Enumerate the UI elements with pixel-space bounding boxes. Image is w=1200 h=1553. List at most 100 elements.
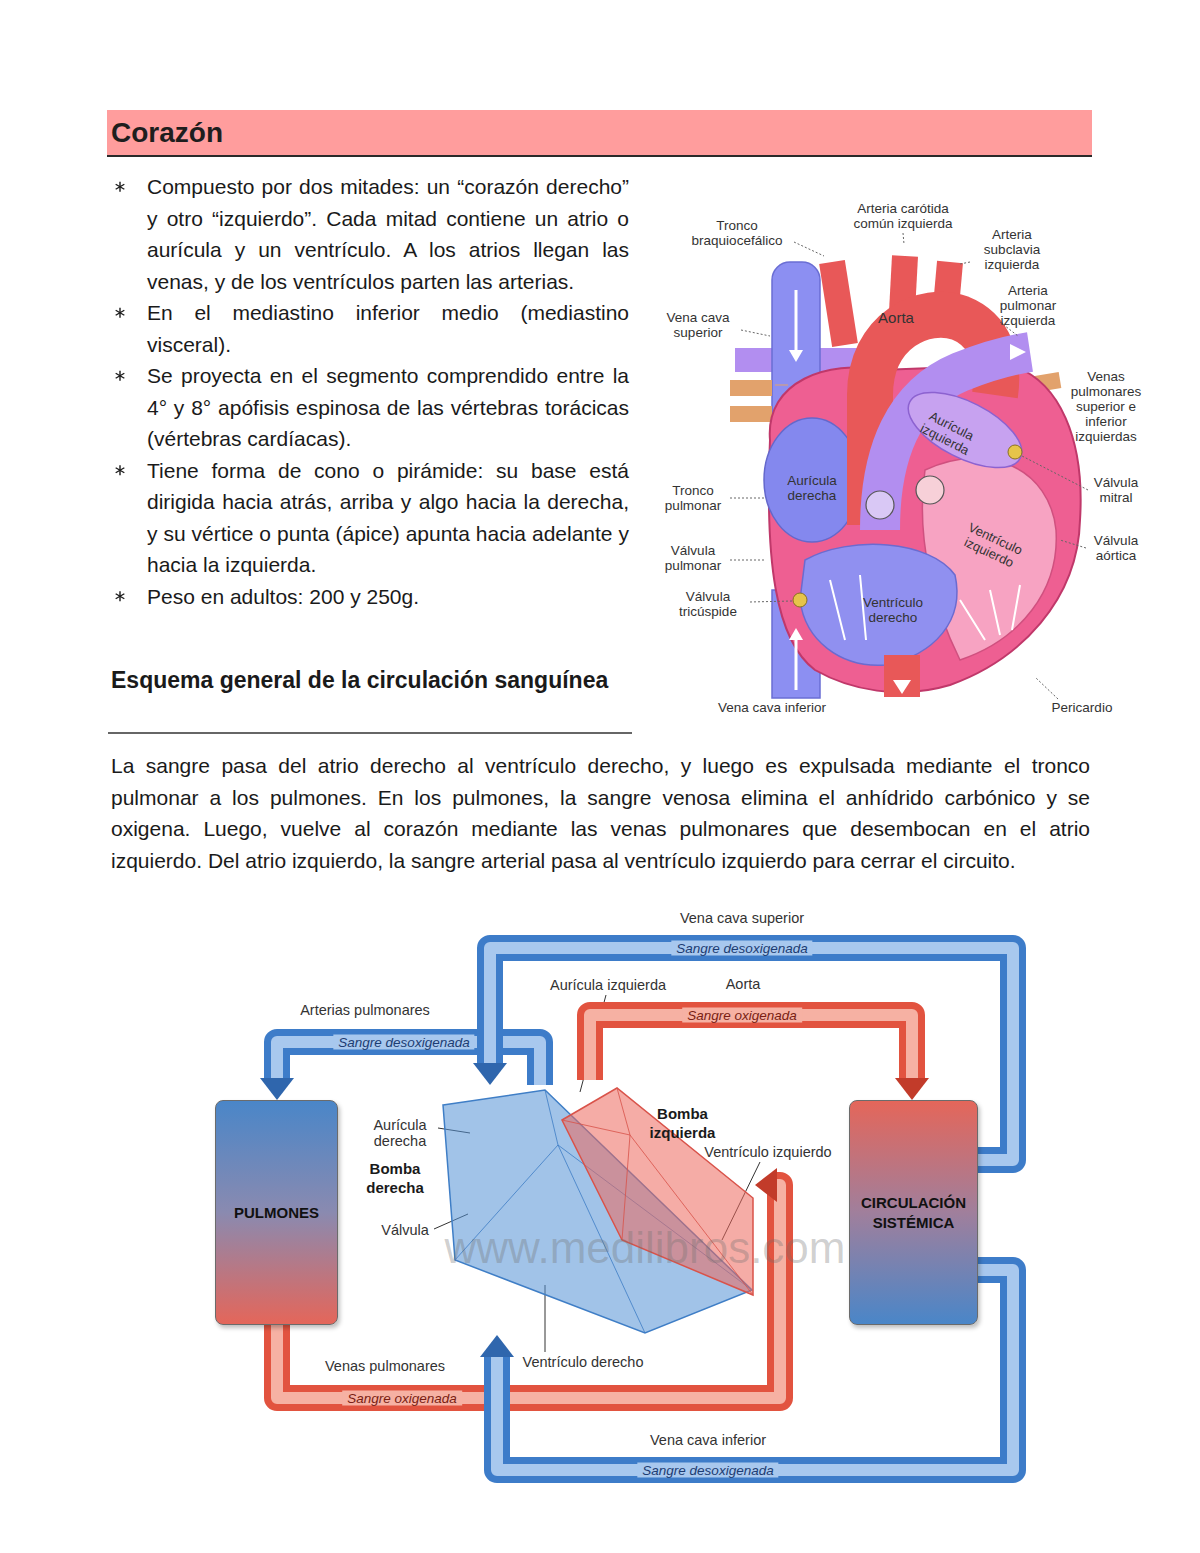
tube-wall bbox=[590, 1015, 912, 1080]
bullet-asterisk bbox=[116, 184, 125, 189]
heart-drawing bbox=[730, 240, 1081, 698]
arrow-head bbox=[895, 1078, 929, 1100]
prism-edge bbox=[455, 1145, 558, 1260]
part-label: Válvula bbox=[381, 1222, 429, 1238]
pump-label: Bomba derecha bbox=[360, 1160, 430, 1198]
heart-drawing bbox=[866, 491, 894, 519]
part-label: Arterias pulmonares bbox=[300, 1002, 430, 1018]
part-label: Válvula aórtica bbox=[1081, 533, 1151, 563]
heart-drawing bbox=[893, 680, 911, 694]
part-label: Aorta bbox=[878, 310, 914, 327]
leader-lines bbox=[1036, 678, 1058, 699]
heart-drawing bbox=[897, 377, 1033, 483]
part-label: Vena cava inferior bbox=[650, 1432, 766, 1448]
part-label: Arteria carótida común izquierda bbox=[839, 201, 967, 231]
bullet-asterisk bbox=[116, 468, 125, 473]
title-band bbox=[107, 155, 1092, 157]
bullet-text: Tiene forma de cono o pirámide: su base … bbox=[147, 455, 629, 581]
part-label: Aurícula izquierda bbox=[550, 977, 666, 993]
watermark: www.medilibros.com bbox=[445, 1223, 846, 1272]
bullet-text: Se proyecta en el segmento comprendido e… bbox=[147, 360, 629, 455]
arrow-head bbox=[480, 1335, 514, 1357]
arrow-head bbox=[473, 1063, 507, 1085]
heart-drawing bbox=[960, 585, 1020, 640]
heart-drawing bbox=[893, 240, 917, 250]
part-label: Pericardio bbox=[1052, 700, 1113, 715]
tube-lumen bbox=[590, 1015, 912, 1080]
heading-underline bbox=[108, 732, 632, 734]
part-label: Vena cava superior bbox=[680, 910, 804, 926]
leader-lines bbox=[730, 498, 764, 499]
heart-drawing bbox=[795, 640, 798, 690]
leader-lines bbox=[730, 560, 766, 561]
bullet-asterisk bbox=[116, 373, 125, 378]
heart-drawing bbox=[789, 628, 803, 640]
vessel-label: Sangre desoxigenada bbox=[671, 941, 812, 956]
organ-box: CIRCULACIÓN SISTÉMICA bbox=[849, 1100, 978, 1325]
vessel-label: Sangre desoxigenada bbox=[333, 1035, 474, 1050]
prism-edge bbox=[622, 1135, 630, 1240]
heart-drawing bbox=[1010, 344, 1026, 360]
heart-drawing bbox=[884, 655, 920, 697]
part-label: Aorta bbox=[726, 976, 761, 992]
heart-drawing bbox=[830, 575, 866, 640]
part-label: Ventrículo derecho bbox=[851, 595, 935, 625]
part-label: Aurícula derecha bbox=[773, 473, 851, 503]
title-band bbox=[107, 110, 1092, 156]
arrow-head bbox=[755, 1168, 777, 1202]
vessel-label: Sangre desoxigenada bbox=[637, 1463, 778, 1478]
part-label: Vena cava superior bbox=[658, 310, 738, 340]
heart-drawing bbox=[916, 476, 944, 504]
prism-edge bbox=[617, 1088, 630, 1135]
part-label: Arteria pulmonar izquierda bbox=[988, 283, 1068, 328]
bullet-asterisk bbox=[116, 310, 125, 315]
prism-edge bbox=[562, 1120, 630, 1135]
prism-edge bbox=[630, 1135, 753, 1295]
prism-body bbox=[562, 1088, 753, 1295]
heart-drawing bbox=[764, 418, 860, 542]
heart-drawing bbox=[730, 380, 772, 396]
title-band bbox=[107, 110, 1092, 156]
organ-box: PULMONES bbox=[215, 1100, 338, 1325]
part-label: Aurícula derecha bbox=[364, 1117, 436, 1149]
heart-drawing bbox=[938, 246, 962, 256]
bullet-asterisk bbox=[116, 184, 125, 189]
part-label: Tronco braquiocefálico bbox=[681, 218, 793, 248]
bullet-text: En el mediastino inferior medio (mediast… bbox=[147, 297, 629, 360]
part-label: Ventrículo derecho bbox=[523, 1354, 644, 1370]
leader-lines bbox=[794, 242, 824, 256]
bullet-asterisk bbox=[116, 310, 125, 315]
bullet-asterisk bbox=[116, 373, 125, 378]
heart-drawing bbox=[1008, 445, 1022, 459]
leader-lines bbox=[1022, 456, 1088, 490]
leader-lines bbox=[903, 233, 904, 244]
bullet-asterisk bbox=[116, 594, 125, 599]
heart-drawing bbox=[832, 262, 845, 345]
part-label: Válvula mitral bbox=[1081, 475, 1151, 505]
leader-lines bbox=[730, 233, 1088, 699]
pump-label: Bomba izquierda bbox=[640, 1105, 725, 1143]
heart-drawing bbox=[775, 385, 788, 386]
heart-drawing bbox=[820, 240, 844, 250]
section-heading: Esquema general de la circulación sanguí… bbox=[111, 662, 630, 698]
part-label: Ventrículo izquierdo bbox=[704, 1144, 831, 1160]
vessel-label: Sangre oxigenada bbox=[682, 1008, 802, 1023]
leader-lines bbox=[750, 601, 792, 602]
heart-drawing bbox=[793, 593, 807, 607]
part-label: Válvula pulmonar bbox=[658, 543, 728, 573]
bullet-text: Peso en adultos: 200 y 250g. bbox=[147, 581, 629, 613]
heart-drawing bbox=[789, 350, 803, 362]
box-label: PULMONES bbox=[234, 1203, 319, 1223]
part-label: Vena cava inferior bbox=[718, 700, 826, 715]
heart-drawing bbox=[800, 544, 957, 665]
leader-lines bbox=[960, 262, 970, 264]
blood-vessel-tube bbox=[590, 1015, 929, 1100]
bullet-asterisk bbox=[116, 594, 125, 599]
box-label: CIRCULACIÓN SISTÉMICA bbox=[856, 1193, 971, 1232]
part-label: Tronco pulmonar bbox=[658, 483, 728, 513]
bullet-text: Compuesto por dos mitades: un “corazón d… bbox=[147, 171, 629, 297]
heart-drawing bbox=[795, 290, 798, 350]
part-label: Venas pulmonares superior e inferior izq… bbox=[1063, 369, 1149, 445]
part-label: Venas pulmonares bbox=[325, 1358, 445, 1374]
